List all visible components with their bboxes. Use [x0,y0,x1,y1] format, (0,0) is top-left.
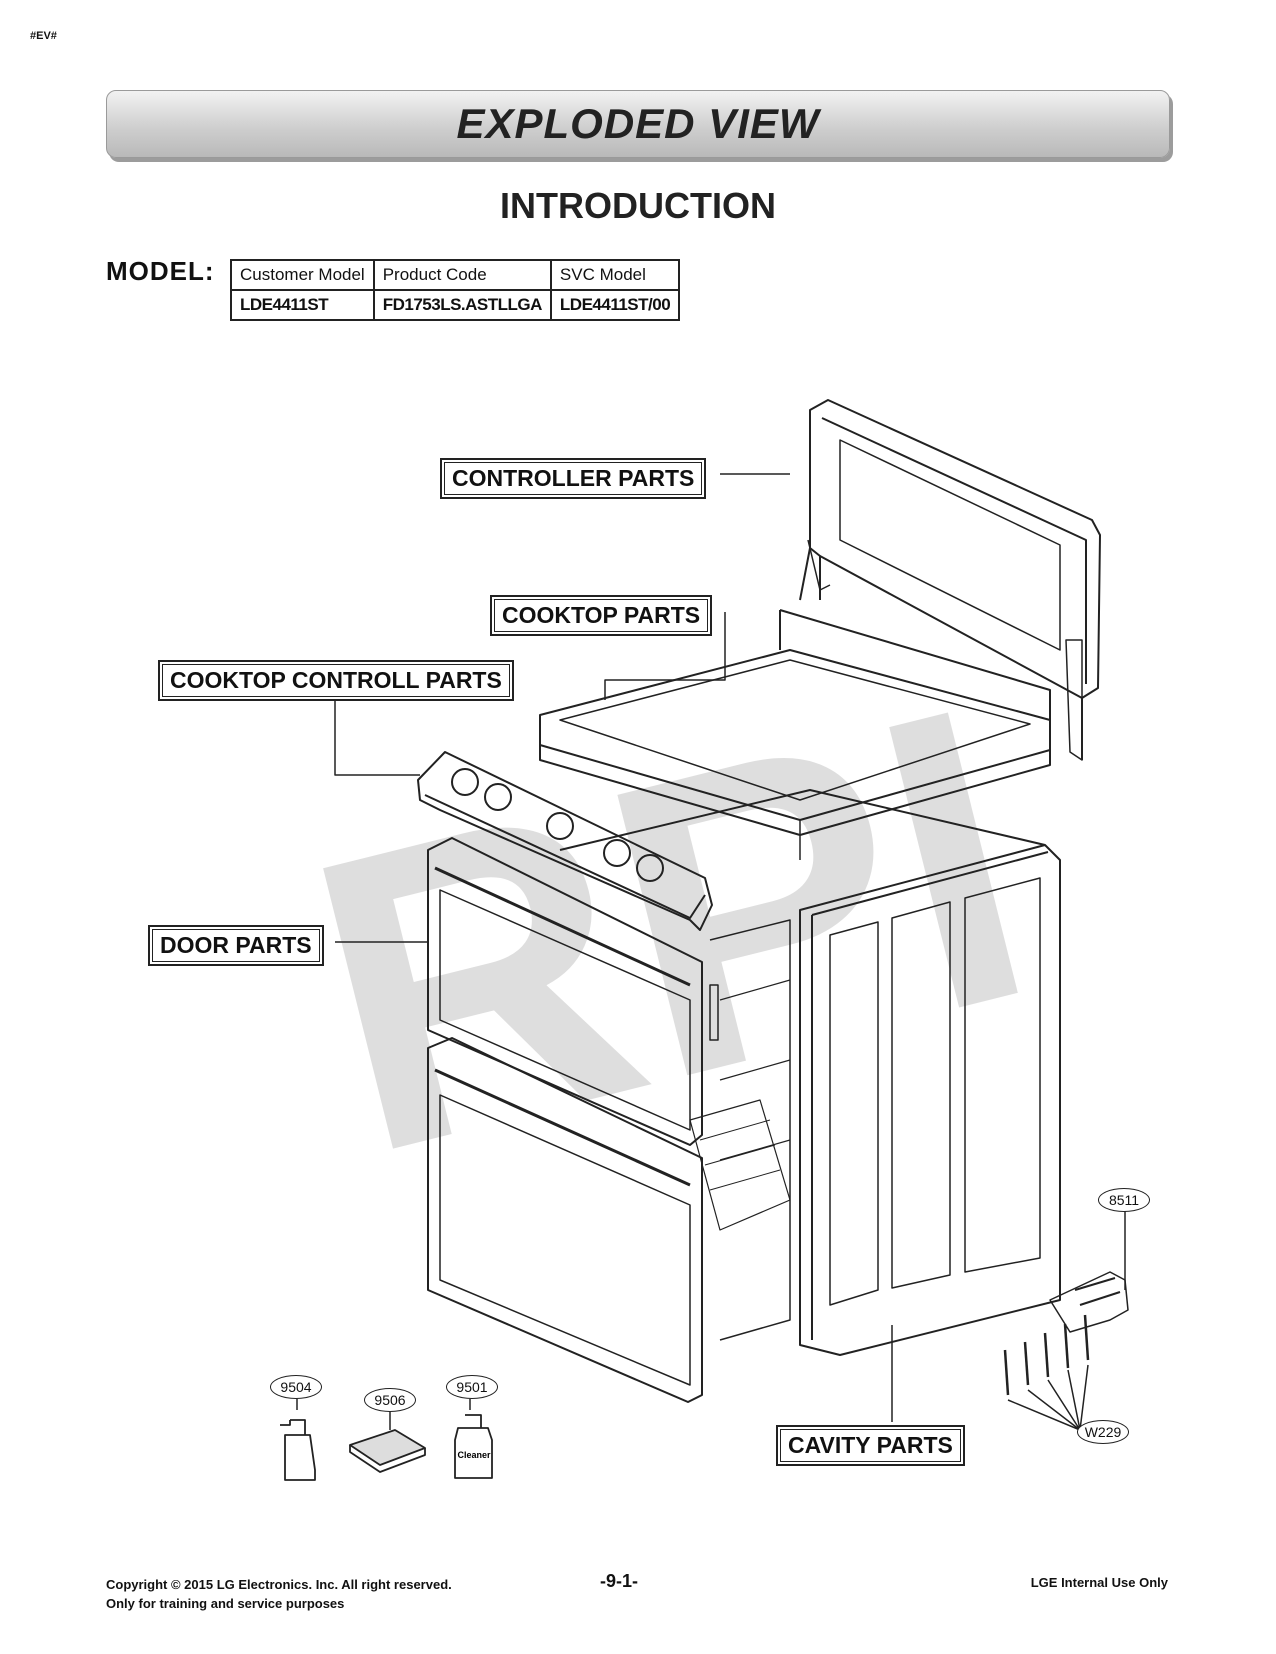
model-header-customer: Customer Model [230,259,375,291]
model-table-value-row: LDE4411ST FD1753LS.ASTLLGA LDE4411ST/00 [230,289,681,321]
footer-copyright-block: Copyright © 2015 LG Electronics. Inc. Al… [106,1575,452,1613]
page-tag: #EV# [30,30,57,42]
cleaner-bottle-drawing [454,1414,493,1479]
cooktop-control-drawing [417,751,713,931]
watermark: RPI [274,618,1067,1242]
banner-title: EXPLODED VIEW [456,100,820,147]
lower-drawer-drawing [427,1037,703,1403]
callout-cooktop-controll-parts: COOKTOP CONTROLL PARTS [158,660,514,701]
callout-door-parts: DOOR PARTS [148,925,324,966]
cavity-drawing [559,789,1061,1356]
model-header-product-code: Product Code [372,259,552,291]
model-header-svc: SVC Model [549,259,681,291]
upper-door-drawing [427,837,719,1146]
callout-cooktop-parts: COOKTOP PARTS [490,595,713,636]
scrub-pad-drawing [349,1429,426,1473]
title-banner: EXPLODED VIEW [106,90,1170,158]
callout-controller-parts: CONTROLLER PARTS [440,458,707,499]
footer-copyright: Copyright © 2015 LG Electronics. Inc. Al… [106,1577,452,1592]
part-label-8511: 8511 [1098,1188,1150,1212]
cleaner-bottle-label: Cleaner [457,1450,491,1460]
spray-bottle-drawing [280,1419,316,1481]
footer-usage: Only for training and service purposes [106,1596,345,1611]
footer-internal: LGE Internal Use Only [1030,1575,1168,1590]
model-table: Customer Model Product Code SVC Model LD… [230,259,681,321]
model-label: MODEL: [106,256,215,286]
model-value-product-code: FD1753LS.ASTLLGA [372,289,552,321]
controller-panel-drawing [799,399,1101,761]
screws-drawing [1003,1314,1090,1396]
callout-cavity-parts: CAVITY PARTS [776,1425,965,1466]
part-label-9506: 9506 [364,1388,416,1412]
part-label-9504: 9504 [270,1375,322,1399]
page-number: -9-1- [600,1571,639,1591]
model-value-customer: LDE4411ST [230,289,375,321]
anti-tip-bracket-drawing [1049,1271,1129,1333]
part-label-9501: 9501 [446,1375,498,1399]
leader-lines [296,473,1126,1431]
model-value-svc: LDE4411ST/00 [549,289,681,321]
part-label-w229: W229 [1077,1420,1129,1444]
section-title: INTRODUCTION [500,185,776,226]
model-table-header-row: Customer Model Product Code SVC Model [230,259,681,291]
